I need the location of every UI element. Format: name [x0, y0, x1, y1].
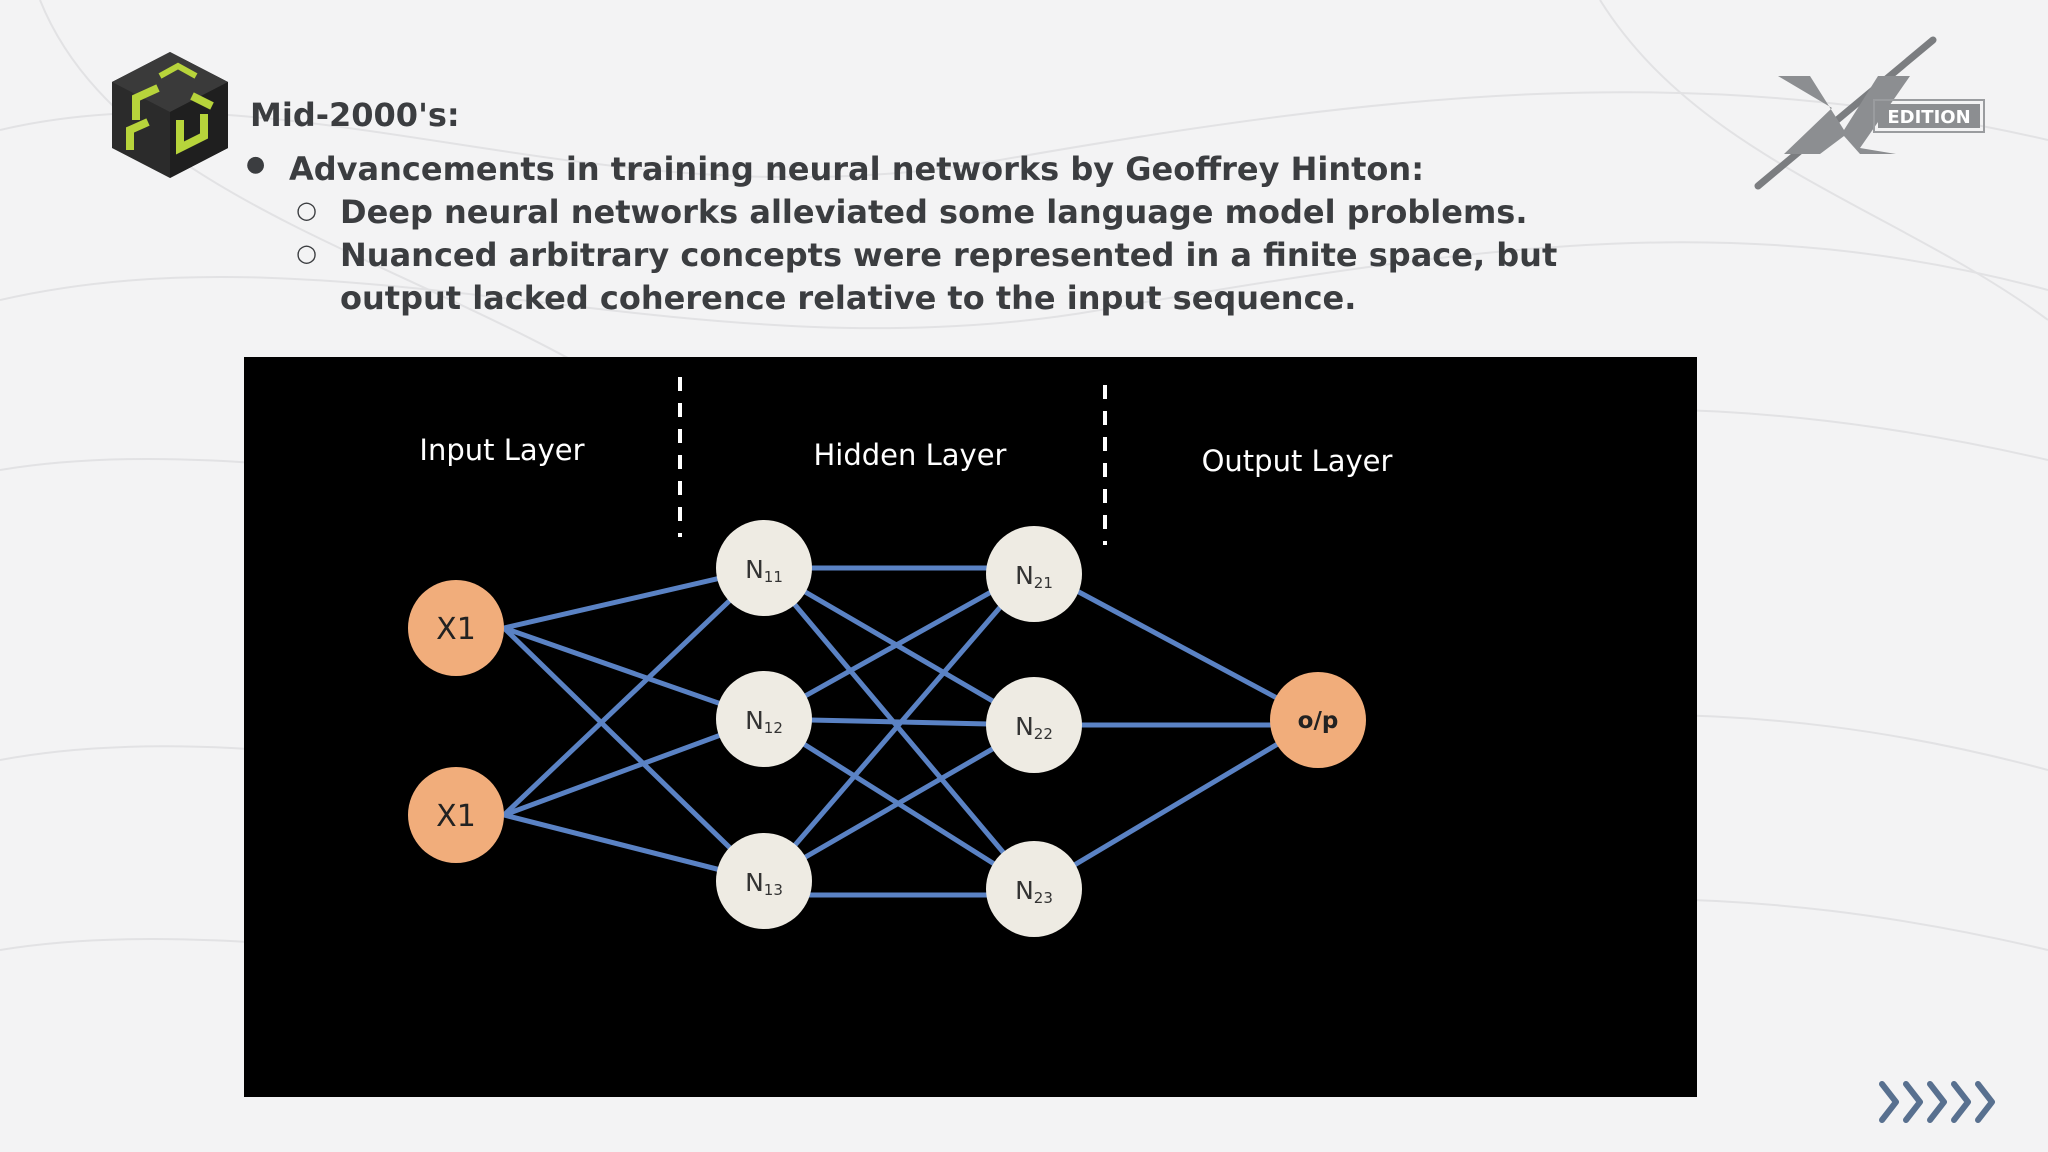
bullet-text: Advancements in training neural networks…	[289, 150, 1424, 188]
hidden-node-label: N13	[745, 868, 783, 899]
slide-heading: Mid-2000's:	[250, 96, 460, 134]
sub-bullet-text: Deep neural networks alleviated some lan…	[340, 193, 1528, 231]
output-node	[1270, 672, 1366, 768]
sub-bullet-marker: ○	[296, 239, 317, 267]
edition-label: EDITION	[1887, 107, 1970, 128]
neural-network-diagram: Input Layer Hidden Layer Output Layer	[244, 357, 1697, 1097]
output-layer-label: Output Layer	[1202, 444, 1393, 478]
cube-logo-icon	[112, 52, 228, 178]
hidden-node	[716, 520, 812, 616]
chevrons-right-icon[interactable]	[1876, 1078, 2002, 1126]
hidden-node	[986, 526, 1082, 622]
x-edition-logo: EDITION	[1754, 36, 1985, 190]
input-node-label: X1	[436, 612, 476, 647]
hidden-node	[986, 677, 1082, 773]
hidden-node-label: N23	[1015, 876, 1053, 907]
hidden-node	[716, 671, 812, 767]
hidden-node-label: N12	[745, 706, 783, 737]
input-node-label: X1	[436, 799, 476, 834]
output-node-label: o/p	[1298, 708, 1339, 734]
input-node	[408, 580, 504, 676]
hidden-node-label: N22	[1015, 712, 1053, 743]
sub-bullet-text: Nuanced arbitrary concepts were represen…	[340, 236, 1558, 317]
hidden-node	[986, 841, 1082, 937]
hidden-node-label: N21	[1015, 561, 1053, 592]
connection-edges	[502, 565, 1320, 898]
input-node	[408, 767, 504, 863]
hidden-node-label: N11	[745, 555, 783, 586]
bullet-marker: ●	[246, 152, 266, 177]
input-layer-label: Input Layer	[419, 433, 584, 467]
hidden-layer-label: Hidden Layer	[814, 438, 1007, 472]
sub-bullet-marker: ○	[296, 196, 317, 224]
hidden-node	[716, 833, 812, 929]
